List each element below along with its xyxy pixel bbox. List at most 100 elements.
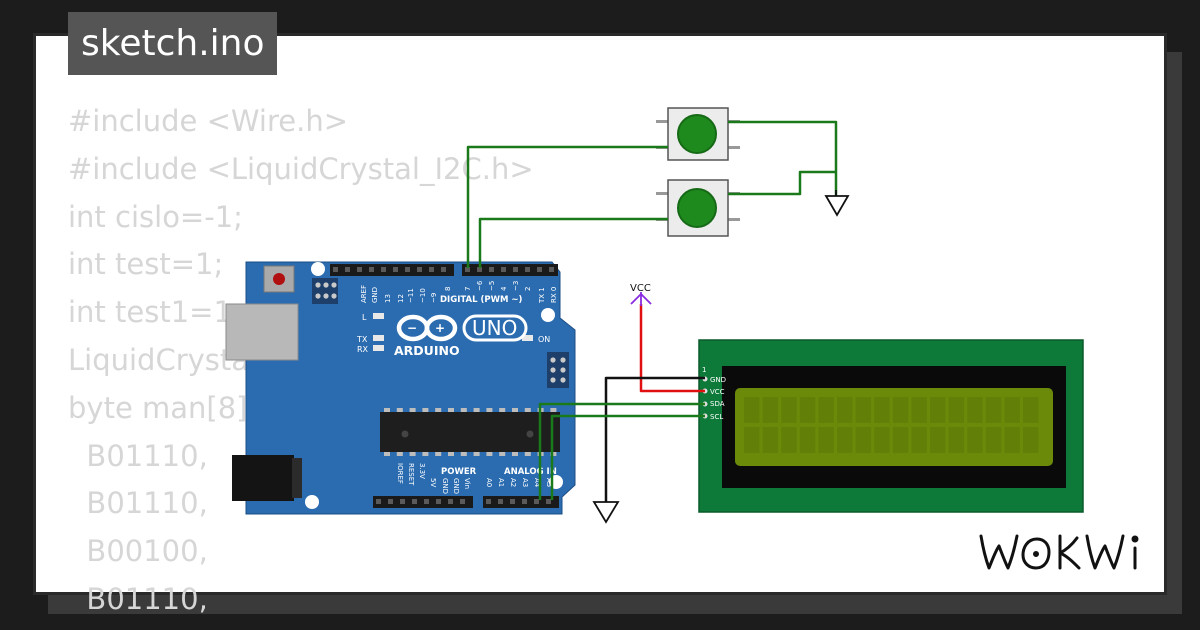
pin-label-a0: A0 <box>485 478 493 487</box>
header-pin[interactable] <box>501 267 506 272</box>
button-cap[interactable] <box>677 188 717 228</box>
vcc-label: VCC <box>630 283 651 294</box>
header-pin[interactable] <box>549 267 554 272</box>
pushbutton-2[interactable] <box>656 179 740 237</box>
wire-lcd-sda[interactable] <box>538 402 705 500</box>
header-pin[interactable] <box>345 267 350 272</box>
chip-pin <box>486 408 493 412</box>
code-line: B01110, <box>68 581 208 616</box>
lcd-char-cell <box>874 397 890 423</box>
lcd-char-cell <box>985 397 1002 423</box>
chip-pin <box>473 452 480 456</box>
chip-pin <box>422 452 429 456</box>
header-pin[interactable] <box>429 267 434 272</box>
chip-pin <box>550 408 557 412</box>
header-pin[interactable] <box>489 267 494 272</box>
lcd-pin-vcc-label: VCC <box>710 388 725 396</box>
pin-label-5v: 5V <box>429 478 437 487</box>
pin-label-rx: RX 0 <box>550 287 558 303</box>
pin-label-2: 2 <box>524 287 532 291</box>
wire-vcc-to-lcd[interactable] <box>639 304 705 393</box>
header-pin[interactable] <box>400 499 405 504</box>
lcd-1602-i2c[interactable]: 1 GND VCC SDA SCL <box>698 339 1084 513</box>
lcd-char-cell <box>818 427 834 453</box>
header-pin[interactable] <box>498 499 503 504</box>
lcd-char-cell <box>967 427 983 453</box>
chip-pin <box>396 452 403 456</box>
header-pin[interactable] <box>522 499 527 504</box>
header-pin[interactable] <box>486 499 491 504</box>
pin-label-5: ~5 <box>488 281 496 291</box>
header-pin[interactable] <box>525 267 530 272</box>
code-line: #include <LiquidCrystal_I2C.h> <box>68 151 534 186</box>
pin-label-tx: TX 1 <box>538 287 546 304</box>
header-pin[interactable] <box>460 499 465 504</box>
ground-icon <box>592 501 620 524</box>
wire-button2-to-d6[interactable] <box>478 217 668 268</box>
wire-button1-to-d7[interactable] <box>466 145 668 268</box>
lcd-char-cell <box>781 427 797 453</box>
lcd-char-cell <box>1023 427 1039 453</box>
power-jack <box>232 455 294 501</box>
header-pin[interactable] <box>477 267 482 272</box>
lcd-char-cell <box>744 427 760 453</box>
header-pin[interactable] <box>333 267 338 272</box>
board-model: UNO <box>472 316 517 340</box>
pin-label-10: ~10 <box>419 288 427 303</box>
chip-pin <box>448 452 454 456</box>
pin-label-a1: A1 <box>497 478 505 487</box>
header-pin[interactable] <box>405 267 410 272</box>
header-pin[interactable] <box>424 499 429 504</box>
file-tab-title[interactable]: sketch.ino <box>68 12 278 75</box>
usb-port <box>225 303 299 361</box>
header-pin[interactable] <box>534 499 539 504</box>
wire-lcd-gnd[interactable] <box>604 376 705 502</box>
chip-pin <box>524 452 531 456</box>
svg-text:−: − <box>407 321 417 335</box>
header-pin[interactable] <box>436 499 441 504</box>
lcd-char-cell <box>855 397 872 423</box>
lcd-char-cell <box>799 397 816 423</box>
pushbutton-1[interactable] <box>656 107 740 161</box>
header-pin[interactable] <box>546 499 551 504</box>
header-pin[interactable] <box>388 499 393 504</box>
arduino-logo-icon <box>396 314 458 342</box>
pin-label-a4: A4 <box>533 478 541 488</box>
lcd-char-cell <box>837 427 853 453</box>
header-pin[interactable] <box>448 499 453 504</box>
uno-badge <box>462 314 528 342</box>
code-preview: #include <Wire.h>#include <LiquidCrystal… <box>68 98 534 624</box>
header-pin[interactable] <box>441 267 446 272</box>
led-on <box>522 335 533 341</box>
code-line: int test=1; <box>68 247 224 282</box>
wire-button2-to-gnd[interactable] <box>728 170 836 196</box>
header-pin[interactable] <box>510 499 515 504</box>
chip-pin <box>460 408 467 412</box>
header-pin[interactable] <box>376 499 381 504</box>
pin-label-a2: A2 <box>509 478 517 487</box>
header-pin[interactable] <box>393 267 398 272</box>
code-line: LiquidCrysta <box>68 342 250 377</box>
lcd-char-cell <box>799 427 816 453</box>
chip-pin <box>512 408 518 412</box>
header-pin[interactable] <box>412 499 417 504</box>
chip-pin <box>499 408 506 412</box>
lcd-char-cell <box>985 427 1002 453</box>
header-pin[interactable] <box>537 267 542 272</box>
header-pin[interactable] <box>357 267 362 272</box>
chip-pin <box>499 452 506 456</box>
wire-button1-to-gnd[interactable] <box>728 120 838 196</box>
header-pin[interactable] <box>417 267 422 272</box>
header-pin[interactable] <box>369 267 374 272</box>
header-pin[interactable] <box>513 267 518 272</box>
wire-lcd-scl[interactable] <box>550 414 705 500</box>
mounting-hole <box>311 262 325 276</box>
button-cap[interactable] <box>677 114 717 154</box>
header-pin[interactable] <box>381 267 386 272</box>
lcd-char-cell <box>1004 397 1020 423</box>
header-pin[interactable] <box>465 267 470 272</box>
lcd-pin-gnd-label: GND <box>710 376 726 384</box>
arduino-uno-board[interactable]: AREF GND 13 12 ~11 ~10 ~9 8 7 ~6 ~5 4 ~3… <box>225 261 576 515</box>
lcd-char-cell <box>892 427 909 453</box>
